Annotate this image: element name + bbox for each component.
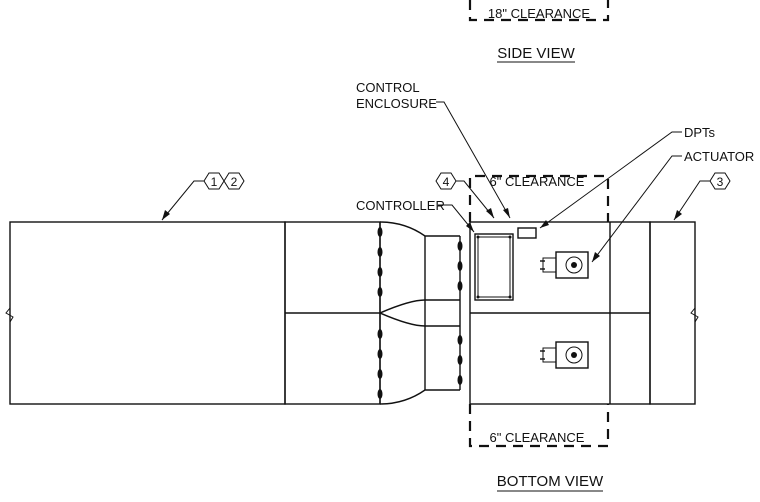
actuator-label: ACTUATOR <box>684 149 754 164</box>
dpts-leader <box>539 131 682 229</box>
tag-4-group: 4 <box>435 172 495 219</box>
dpt-sensor <box>517 227 537 239</box>
upper-clearance-bracket: 6" CLEARANCE <box>468 174 610 222</box>
bottom-view-title: BOTTOM VIEW <box>497 473 604 490</box>
dpts-label: DPTs <box>684 125 716 140</box>
side-view-title: SIDE VIEW <box>497 45 575 62</box>
controller-leader <box>438 204 475 233</box>
dpts-arrowhead <box>540 220 549 228</box>
top-clearance-label: 18" CLEARANCE <box>488 6 590 21</box>
break-mark-right <box>690 307 699 323</box>
controller-label: CONTROLLER <box>356 198 445 213</box>
actuator-upper <box>540 251 589 279</box>
tag-3-group: 3 <box>673 172 731 221</box>
control-enclosure-label-line1: CONTROL <box>356 80 420 95</box>
outlet-duct <box>649 221 696 405</box>
actuator-leader <box>591 155 682 263</box>
flange-right-beads <box>457 241 463 385</box>
flange-left-beads <box>377 227 383 399</box>
tag-3-hexagon <box>709 172 731 190</box>
lower-clearance-label: 6" CLEARANCE <box>490 430 585 445</box>
reducer-branches <box>379 221 460 405</box>
lower-clearance-bracket: 6" CLEARANCE <box>468 404 610 448</box>
control-enclosure-arrowhead <box>503 208 510 218</box>
controller <box>474 233 514 301</box>
tag-1-text: 1 <box>211 175 218 189</box>
actuator-lower <box>540 341 589 369</box>
actuator-arrowhead <box>592 252 600 262</box>
control-enclosure-label-line2: ENCLOSURE <box>356 96 437 111</box>
main-duct <box>9 221 286 405</box>
tag-2-hexagon <box>223 172 245 190</box>
controller-arrowhead <box>466 222 474 232</box>
upper-clearance-label: 6" CLEARANCE <box>490 174 585 189</box>
control-enclosure-leader <box>436 101 511 219</box>
tag-1-2-group: 1 2 <box>161 172 245 221</box>
tag-4-text: 4 <box>443 175 450 189</box>
tag-3-text: 3 <box>717 175 724 189</box>
tag-2-text: 2 <box>231 175 238 189</box>
break-mark-left <box>5 307 14 323</box>
top-clearance-bracket: 18" CLEARANCE <box>468 0 610 22</box>
